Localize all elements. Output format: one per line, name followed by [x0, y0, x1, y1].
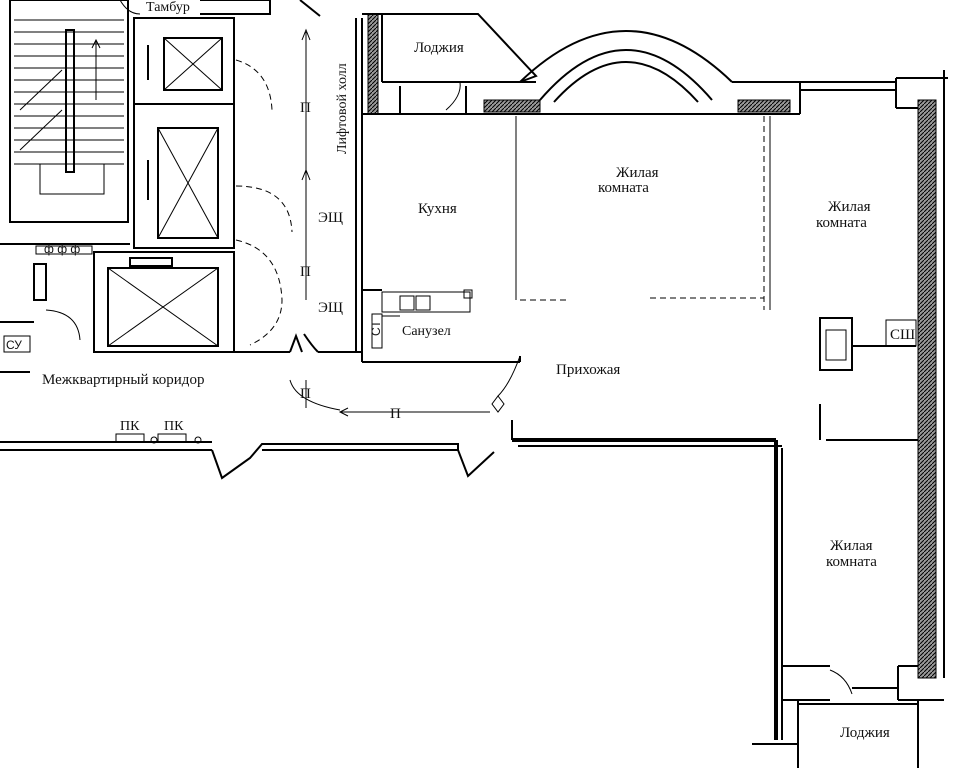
apartment-walls	[355, 13, 948, 768]
label-hallway: Прихожая	[556, 362, 620, 378]
lift-hall-door-swings	[235, 59, 293, 346]
label-sh: СШ	[890, 327, 915, 343]
corridor-walls	[0, 243, 495, 480]
label-living-center-2: комната	[598, 180, 649, 196]
label-living-bottom-1: Жилая	[830, 538, 873, 554]
label-sanuzel: Санузел	[402, 324, 451, 339]
label-living-right-2: комната	[816, 215, 867, 231]
label-loggia-bottom: Лоджия	[840, 725, 890, 741]
staircase	[9, 0, 129, 223]
label-fff: ф ф ф	[44, 242, 80, 256]
label-p-2: П	[300, 264, 311, 280]
label-ehsch-1: ЭЩ	[318, 210, 343, 226]
service-area	[0, 245, 93, 373]
label-living-right-1: Жилая	[828, 199, 871, 215]
label-p-1: П	[300, 100, 311, 116]
label-p-3: П	[390, 406, 401, 422]
label-pk-2: ПК	[164, 419, 184, 434]
label-kitchen: Кухня	[418, 201, 457, 217]
label-tambur: Тамбур	[146, 0, 190, 15]
label-living-center-1: Жилая	[616, 165, 659, 181]
label-ehsch-2: ЭЩ	[318, 300, 343, 316]
label-corridor: Межквартирный коридор	[42, 372, 204, 388]
label-living-bottom-2: комната	[826, 554, 877, 570]
evacuation-arrows	[289, 28, 505, 417]
label-loggia-top: Лоджия	[414, 40, 464, 56]
lift-shafts	[93, 0, 321, 353]
label-pk-1: ПК	[120, 419, 140, 434]
label-p-4: П	[300, 386, 311, 402]
label-st: СТ	[369, 320, 383, 336]
label-cu: СУ	[6, 338, 22, 352]
label-lift-hall: Лифтовой холл	[335, 63, 350, 154]
